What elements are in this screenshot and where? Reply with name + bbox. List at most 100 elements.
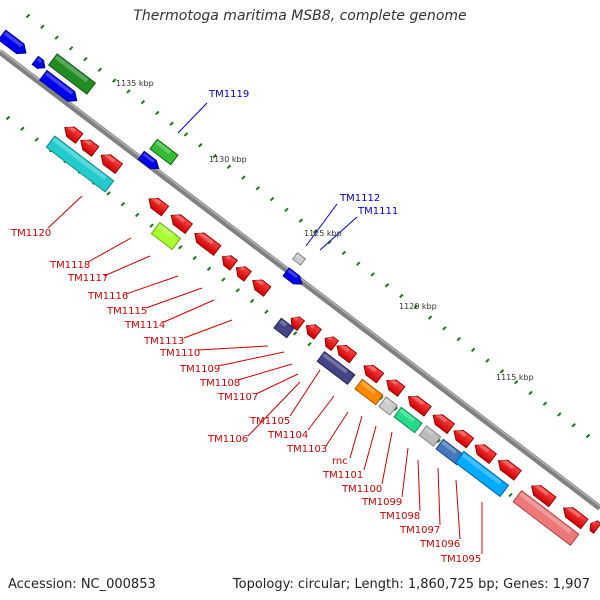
gene-block-red-1[interactable]: [61, 123, 84, 144]
gene-block-cyan-1[interactable]: [45, 135, 115, 193]
gene-label-tm1117[interactable]: TM1117: [67, 273, 108, 284]
leader-tm1118: [87, 237, 132, 263]
gene-block-red-5[interactable]: [168, 211, 194, 235]
gene-block-red-17[interactable]: [430, 411, 456, 435]
gene-block-red-16[interactable]: [405, 392, 432, 417]
gene-block-green-2[interactable]: [149, 138, 179, 166]
gene-block-navy-2[interactable]: [316, 351, 356, 385]
leader-rnc: [349, 415, 363, 459]
gene-block-red-8[interactable]: [233, 263, 252, 282]
gene-block-red-19[interactable]: [472, 441, 498, 465]
tick-upper-48: [370, 272, 375, 277]
gene-label-tm1110[interactable]: TM1110: [159, 348, 200, 359]
tick-upper-0: [25, 13, 31, 19]
gene-label-tm1112[interactable]: TM1112: [339, 193, 380, 204]
gene-label-tm1095[interactable]: TM1095: [440, 554, 481, 565]
gene-block-red-13[interactable]: [333, 341, 358, 364]
gene-block-red-12[interactable]: [322, 334, 340, 352]
tick-upper-78: [585, 433, 591, 439]
gene-block-red-22[interactable]: [560, 503, 589, 530]
gene-label-tm1120[interactable]: TM1120: [10, 228, 51, 239]
tick-upper-36: [284, 207, 289, 213]
gene-block-navy-1[interactable]: [273, 317, 295, 339]
tick-upper-16: [140, 99, 146, 105]
gene-label-tm1096[interactable]: TM1096: [419, 539, 460, 550]
tick-upper-2: [40, 24, 45, 29]
gene-label-tm1115[interactable]: TM1115: [106, 306, 147, 317]
gene-block-silver-1[interactable]: [378, 396, 398, 416]
accession-text: Accession: NC_000853: [8, 577, 156, 592]
gene-label-tm1113[interactable]: TM1113: [143, 336, 184, 347]
gene-label-tm1099[interactable]: TM1099: [361, 497, 402, 508]
tick-upper-62: [470, 347, 476, 353]
gene-block-blue-1[interactable]: [0, 29, 30, 58]
gene-block-red-18[interactable]: [450, 426, 475, 449]
tick-upper-46: [356, 261, 361, 266]
tick-upper-38: [298, 218, 304, 223]
gene-block-red-10[interactable]: [288, 314, 306, 332]
gene-label-tm1100[interactable]: TM1100: [341, 484, 382, 495]
gene-block-red-6[interactable]: [191, 229, 222, 256]
gene-label-rnc[interactable]: rnc: [332, 456, 348, 467]
tick-upper-32: [255, 186, 260, 191]
gene-block-green-1[interactable]: [47, 53, 97, 95]
tick-upper-6: [68, 46, 74, 51]
gene-label-tm1105[interactable]: TM1105: [249, 416, 290, 427]
tick-upper-68: [513, 379, 519, 385]
gene-block-red-7[interactable]: [219, 252, 238, 271]
leader-tm1117: [103, 255, 151, 277]
gene-block-pink-1[interactable]: [512, 489, 580, 547]
gene-block-skyblue-1[interactable]: [454, 450, 510, 498]
gene-label-tm1114[interactable]: TM1114: [124, 320, 165, 331]
tick-upper-52: [399, 293, 404, 299]
gene-label-tm1098[interactable]: TM1098: [379, 511, 420, 522]
tick-lower-17: [120, 201, 126, 207]
gene-block-red-23[interactable]: [587, 519, 600, 534]
tick-upper-70: [528, 390, 533, 396]
gene-block-red-14[interactable]: [360, 361, 385, 384]
gene-block-blue-3[interactable]: [38, 69, 81, 106]
gene-label-tm1109[interactable]: TM1109: [179, 364, 220, 375]
gene-label-tm1101[interactable]: TM1101: [322, 470, 363, 481]
tick-upper-64: [485, 358, 490, 363]
tick-upper-14: [126, 89, 131, 94]
tick-upper-34: [269, 196, 275, 202]
gene-block-blue-5[interactable]: [282, 267, 305, 288]
gene-label-tm1116[interactable]: TM1116: [87, 291, 128, 302]
gene-block-blue-2[interactable]: [31, 55, 48, 71]
gene-block-silver-2[interactable]: [418, 425, 442, 447]
gene-block-orange-1[interactable]: [354, 378, 384, 406]
gene-label-tm1106[interactable]: TM1106: [207, 434, 248, 445]
gene-label-tm1097[interactable]: TM1097: [399, 525, 440, 536]
gene-block-red-9[interactable]: [249, 276, 272, 297]
gene-block-red-11[interactable]: [303, 321, 322, 340]
gene-label-tm1111[interactable]: TM1111: [357, 206, 398, 217]
gene-block-red-2[interactable]: [77, 136, 100, 157]
tick-upper-50: [384, 283, 390, 288]
gene-block-teal-1[interactable]: [393, 406, 423, 434]
tick-upper-10: [97, 67, 103, 73]
gene-label-tm1104[interactable]: TM1104: [267, 430, 308, 441]
gene-block-lime-1[interactable]: [150, 221, 182, 251]
gene-label-tm1103[interactable]: TM1103: [286, 444, 327, 455]
gene-block-grey-1[interactable]: [291, 252, 307, 266]
scale-label-1120: 1120 kbp: [399, 302, 437, 311]
tick-lower-35: [249, 298, 255, 304]
tick-upper-28: [226, 164, 232, 169]
gene-block-red-15[interactable]: [383, 376, 406, 397]
gene-label-tm1119[interactable]: TM1119: [208, 89, 249, 100]
gene-label-tm1118[interactable]: TM1118: [49, 260, 90, 271]
leader-tm1105: [289, 369, 321, 417]
gene-block-red-20[interactable]: [495, 456, 522, 481]
scale-label-1115: 1115 kbp: [496, 373, 534, 382]
gene-block-red-4[interactable]: [145, 194, 170, 217]
gene-block-red-3[interactable]: [98, 151, 124, 175]
tick-lower-37: [264, 309, 269, 315]
tick-lower-31: [221, 277, 226, 282]
gene-block-red-21[interactable]: [528, 481, 557, 508]
gene-block-steelblue-1[interactable]: [435, 438, 465, 466]
gene-block-blue-4[interactable]: [137, 150, 162, 172]
gene-label-tm1107[interactable]: TM1107: [217, 392, 258, 403]
gene-label-tm1108[interactable]: TM1108: [199, 378, 240, 389]
